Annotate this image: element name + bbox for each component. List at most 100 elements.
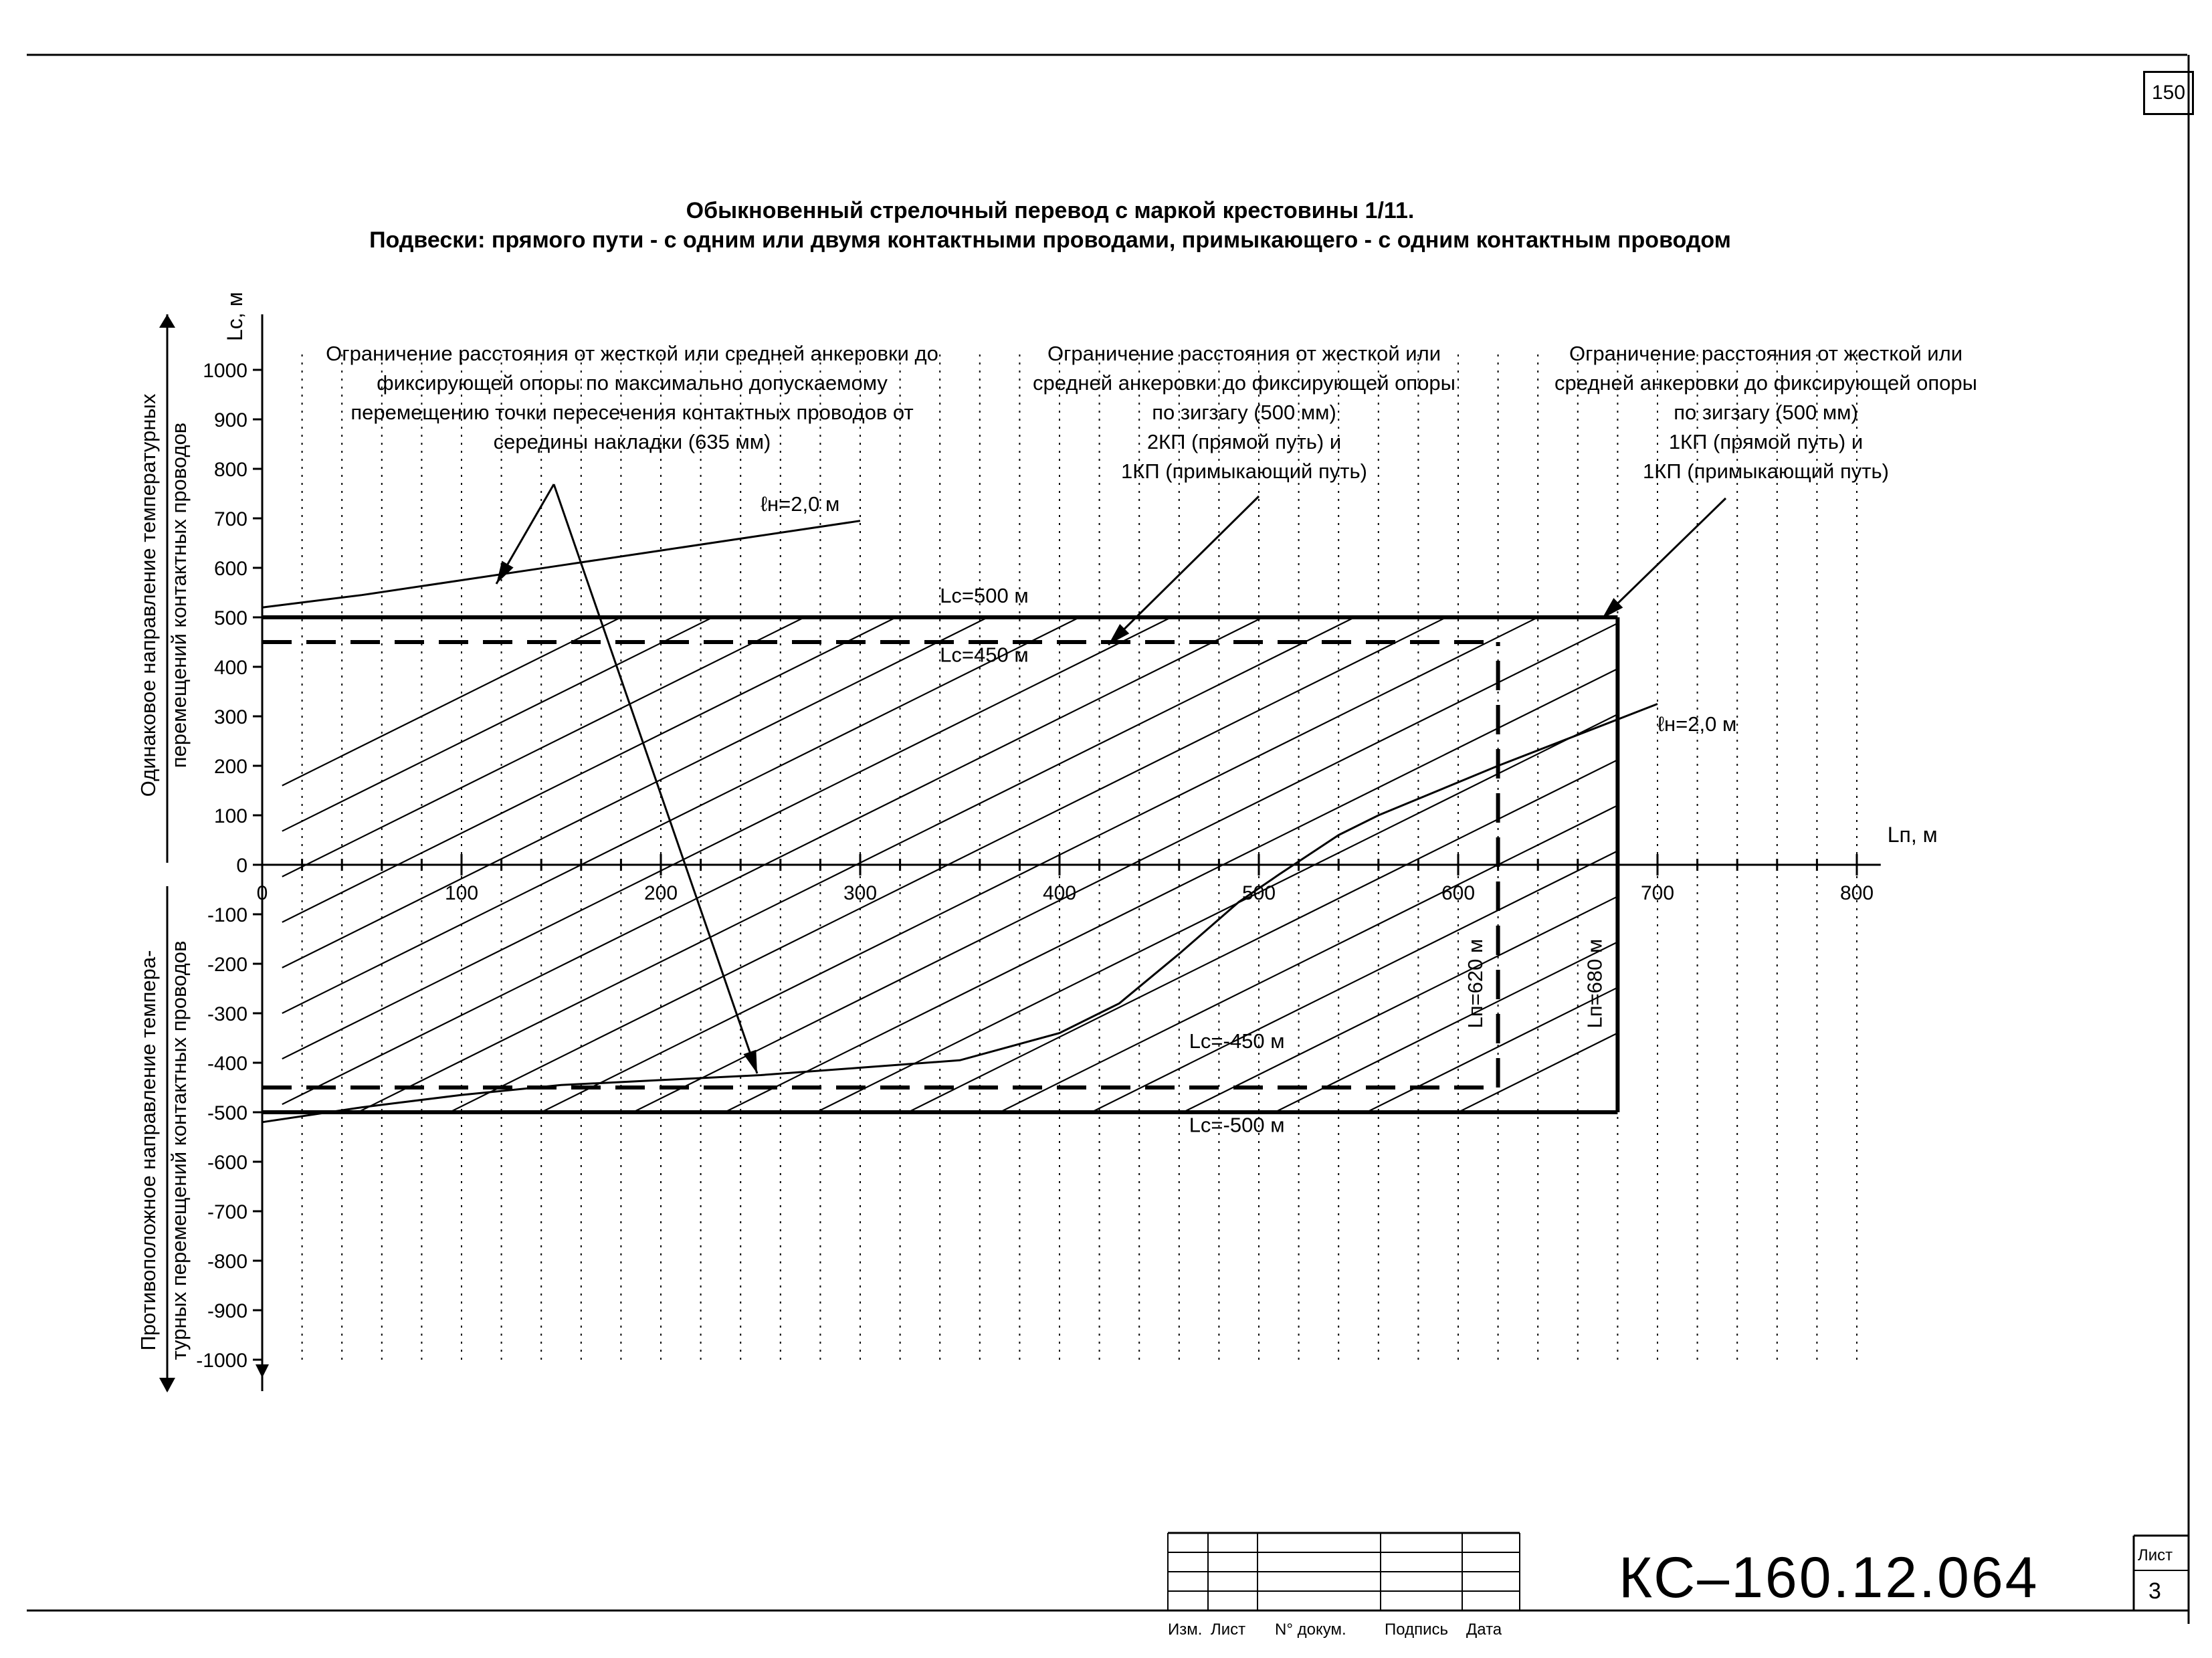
y-tick-label: -100 <box>207 904 247 926</box>
hatch-line <box>724 667 1618 1113</box>
annotation-label: Lc=-450 м <box>1189 1029 1285 1053</box>
y-tick-label: -800 <box>207 1251 247 1273</box>
sheet-frame <box>27 54 2190 1624</box>
sheet-label: Лист <box>2138 1546 2173 1564</box>
y-tick-label: 600 <box>214 558 247 580</box>
hatch-line <box>1091 850 1618 1113</box>
hatch-line <box>282 617 621 787</box>
note-right-line: средней анкеровки до фиксирующей опоры <box>1554 371 1977 395</box>
y-tick-label: 1000 <box>203 360 247 382</box>
arrowhead <box>1602 598 1623 619</box>
annotation-label: Lc=-500 м <box>1189 1114 1285 1137</box>
x-tick-label: 200 <box>644 882 678 904</box>
x-axis-label: Lп, м <box>1888 823 1938 847</box>
x-tick-label: 400 <box>1043 882 1076 904</box>
x-tick-label: 700 <box>1641 882 1674 904</box>
hatch-line <box>1183 896 1618 1113</box>
x-tick-label: 100 <box>445 882 478 904</box>
hatch-line <box>282 617 1264 1106</box>
hatch-line <box>632 622 1618 1113</box>
series-line <box>262 703 1658 1124</box>
chart-labels: 10009008007006005004003002001000-100-200… <box>136 292 1938 1372</box>
arrow-line <box>552 484 759 1074</box>
note-middle: Ограничение расстояния от жесткой или ср… <box>983 339 1505 486</box>
y-tick-label: 400 <box>214 657 247 679</box>
x-tick-label: 300 <box>843 882 877 904</box>
hatch-line <box>815 714 1618 1113</box>
y-axis-label: Lc, м <box>223 292 247 341</box>
document-code: КС–160.12.064 <box>1619 1546 2039 1610</box>
arrowhead <box>743 1049 757 1073</box>
annotation-label: Lп=680 м <box>1583 939 1607 1029</box>
hatch-line <box>1457 1032 1618 1113</box>
y-tick-label: 300 <box>214 706 247 728</box>
upper-arrowhead <box>159 314 175 328</box>
note-middle-line: 2КП (прямой путь) и <box>1146 430 1342 453</box>
page-number: 150 <box>2143 71 2194 115</box>
note-right-line: 1КП (примыкающий путь) <box>1643 459 1889 483</box>
note-left-line: середины накладки (635 мм) <box>493 430 771 453</box>
tb-col-doc: N° докум. <box>1275 1621 1346 1639</box>
x-tick-label: 600 <box>1441 882 1475 904</box>
arrow-line <box>1601 497 1727 620</box>
note-middle-line: Ограничение расстояния от жесткой или <box>1047 342 1441 365</box>
y-lower-caption: Противоположное направление темпера- <box>136 950 160 1351</box>
note-right-line: 1КП (прямой путь) и <box>1668 430 1864 453</box>
sheet-number: 3 <box>2148 1578 2161 1604</box>
annotation-label: Lc=500 м <box>940 584 1029 607</box>
note-left-line: Ограничение расстояния от жесткой или ср… <box>326 342 938 365</box>
arrowhead <box>1108 624 1130 645</box>
tb-col-list: Лист <box>1211 1621 1246 1639</box>
annotation-label: ℓн=2,0 м <box>761 492 839 516</box>
hatch-line <box>999 805 1618 1113</box>
note-arrows <box>495 484 1727 1074</box>
note-right-line: Ограничение расстояния от жесткой или <box>1569 342 1963 365</box>
hatch-line <box>908 759 1618 1113</box>
axes <box>159 314 1881 1392</box>
hatch-line <box>282 617 713 832</box>
note-middle-line: средней анкеровки до фиксирующей опоры <box>1033 371 1455 395</box>
note-middle-line: 1КП (примыкающий путь) <box>1121 459 1367 483</box>
tb-col-izm: Изм. <box>1168 1621 1203 1639</box>
y-tick-label: 800 <box>214 459 247 481</box>
y-tick-label: 200 <box>214 756 247 778</box>
tb-col-sign: Подпись <box>1385 1621 1448 1639</box>
y-tick-label: -600 <box>207 1152 247 1174</box>
y-tick-label: -500 <box>207 1102 247 1124</box>
lower-arrowhead <box>159 1378 175 1392</box>
hatch-line <box>282 617 1080 1014</box>
x-tick-label: 0 <box>257 882 268 904</box>
y-tick-label: 0 <box>236 855 247 877</box>
y-tick-label: 100 <box>214 805 247 827</box>
note-middle-line: по зигзагу (500 мм) <box>1152 401 1336 424</box>
hatch-line <box>282 617 989 968</box>
hatch-line <box>282 617 1172 1060</box>
arrowhead <box>496 560 514 584</box>
chart-subtitle: Подвески: прямого пути - с одним или дву… <box>369 227 1731 253</box>
annotation-label: ℓн=2,0 м <box>1657 712 1736 736</box>
y-tick-label: -200 <box>207 954 247 976</box>
x-tick-label: 800 <box>1840 882 1874 904</box>
y-tick-label: 500 <box>214 607 247 629</box>
annotation-label: Lп=620 м <box>1464 939 1487 1029</box>
y-axis-arrow <box>256 1364 269 1378</box>
y-lower-caption: турных перемещений контактных проводов <box>167 940 191 1360</box>
y-tick-label: -400 <box>207 1053 247 1075</box>
note-right: Ограничение расстояния от жесткой или ср… <box>1498 339 2033 486</box>
series-line <box>262 520 861 609</box>
arrow-line <box>1107 495 1260 646</box>
y-tick-label: -300 <box>207 1003 247 1025</box>
annotation-label: Lc=450 м <box>940 643 1029 667</box>
grid <box>301 354 1857 1364</box>
note-left: Ограничение расстояния от жесткой или ср… <box>294 339 970 457</box>
y-upper-caption: Одинаковое направление температурных <box>136 393 160 797</box>
y-upper-caption: перемещений контактных проводов <box>167 423 191 768</box>
y-tick-label: 700 <box>214 508 247 530</box>
y-tick-label: -700 <box>207 1201 247 1223</box>
hatch-line <box>1274 941 1618 1113</box>
y-tick-label: 900 <box>214 409 247 431</box>
note-left-line: фиксирующей опоры по максимально допуска… <box>377 371 888 395</box>
y-tick-label: -900 <box>207 1300 247 1322</box>
